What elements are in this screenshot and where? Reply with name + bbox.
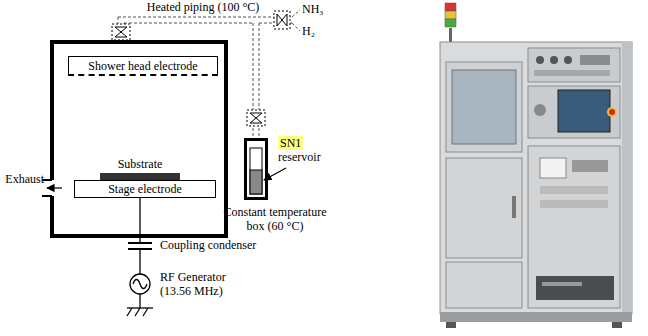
equipment-illustration	[542, 282, 582, 286]
equipment-illustration	[534, 104, 546, 116]
equipment-illustration	[540, 158, 566, 178]
equipment-illustration	[536, 56, 544, 64]
equipment-illustration	[446, 322, 456, 328]
equipment-illustration	[446, 158, 522, 258]
part-name: Coupling condenser	[160, 238, 280, 252]
equipment-illustration	[622, 42, 632, 314]
valve-symbol	[282, 14, 287, 26]
valve-symbol	[115, 32, 127, 37]
equipment-illustration	[440, 3, 632, 328]
exhaust-arrow	[47, 188, 62, 189]
equipment-illustration	[534, 70, 610, 76]
equipment-illustration	[446, 62, 522, 152]
valve-symbol	[247, 110, 265, 126]
rf-circuit	[139, 198, 140, 243]
heated-piping	[292, 10, 300, 17]
equipment-illustration	[609, 109, 615, 115]
equipment-illustration	[536, 276, 614, 300]
equipment-illustration	[449, 28, 452, 42]
part-name: RF Generator (13.56 MHz)	[160, 270, 242, 298]
chamber-wall	[52, 42, 226, 236]
equipment-illustration	[446, 262, 522, 308]
heated-piping	[124, 23, 253, 24]
valve-symbol	[115, 27, 127, 32]
valve-symbol	[277, 14, 282, 26]
box-heading: Constant temperature box (60 °C)	[215, 205, 335, 233]
equipment-illustration	[564, 56, 572, 64]
reservoir-tube	[250, 170, 262, 194]
equipment-illustration	[440, 42, 632, 314]
equipment-illustration	[607, 107, 617, 117]
reservoir-tube	[250, 148, 262, 194]
rf-circuit	[130, 274, 150, 294]
rf-circuit	[135, 308, 140, 316]
rf-circuit	[128, 242, 152, 244]
valve-symbol	[250, 118, 262, 123]
thermostat-box: Constant temperature box (60 °C)	[244, 138, 268, 200]
chamber-wall	[42, 195, 52, 197]
chamber-wall	[42, 42, 226, 236]
rf-circuit	[139, 249, 140, 274]
equipment-illustration	[528, 146, 620, 308]
rf-circuit	[139, 294, 140, 308]
box-label: Stage electrode	[108, 182, 182, 196]
equipment-illustration	[540, 186, 608, 194]
valve-symbol	[112, 24, 130, 40]
substrate-plate	[100, 173, 180, 180]
box-label: Shower head electrode	[88, 59, 197, 73]
valve-symbol	[250, 113, 262, 118]
heated-piping	[292, 23, 300, 31]
rf-circuit	[127, 198, 153, 316]
part-name: Substrate	[100, 157, 180, 171]
equipment-illustration	[550, 56, 558, 64]
valve-symbol	[274, 11, 290, 29]
electrode-box: Shower head electrode	[68, 56, 218, 76]
heated-piping	[118, 10, 300, 138]
gas-name: H₂	[302, 24, 342, 38]
equipment-illustration	[452, 70, 516, 144]
substrate-plate	[100, 173, 180, 180]
reservoir-tube	[250, 148, 262, 194]
equipment-illustration	[580, 55, 610, 65]
valve-symbol	[112, 24, 130, 40]
rf-circuit	[143, 308, 148, 316]
pipe-label: Heated piping (100 °C)	[142, 0, 264, 14]
material-name: SN1	[278, 136, 303, 150]
rf-circuit	[133, 280, 147, 289]
part-name: reservoir	[278, 150, 338, 164]
heated-piping	[118, 17, 292, 18]
equipment-illustration	[572, 160, 608, 172]
equipment-illustration	[540, 200, 608, 208]
electrode-box: Stage electrode	[74, 180, 216, 198]
valve-symbol	[247, 110, 265, 126]
equipment-illustration	[612, 322, 622, 328]
equipment-illustration	[558, 90, 610, 132]
valve-symbol	[274, 11, 290, 29]
exhaust-arrow	[47, 187, 62, 188]
equipment-illustration	[445, 19, 456, 27]
rf-circuit	[127, 308, 132, 316]
equipment-illustration	[528, 86, 620, 138]
equipment-illustration	[440, 312, 632, 322]
equipment-illustration	[528, 48, 620, 82]
equipment-illustration	[445, 11, 456, 19]
equipment-illustration	[445, 3, 456, 11]
gas-name: NH₃	[302, 2, 342, 16]
part-name: Exhaust	[0, 172, 44, 186]
equipment-illustration	[512, 196, 516, 218]
